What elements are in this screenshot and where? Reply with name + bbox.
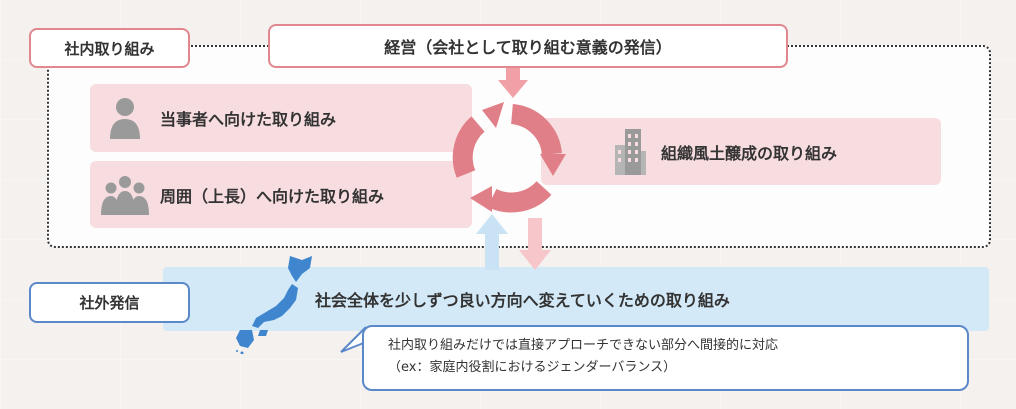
cycle-arrows-icon (452, 102, 566, 213)
pink-down-arrow-icon (519, 218, 551, 270)
down-arrow-icon (498, 66, 528, 98)
boss-initiative-box: 周囲（上長）へ向けた取り組み (90, 161, 472, 228)
society-initiative-band: 社会全体を少しずつ良い方向へ変えていくための取り組み (163, 267, 989, 331)
self-initiative-box: 当事者へ向けた取り組み (90, 84, 472, 152)
japan-map-icon (236, 256, 312, 354)
self-initiative-label: 当事者へ向けた取り組み (160, 110, 337, 129)
external-communication-text: 社外発信 (79, 294, 140, 312)
internal-initiatives-text: 社内取り組み (64, 39, 155, 58)
callout-line-1: 社内取り組みだけでは直接アプローチできない部分へ間接的に対応 (388, 338, 779, 353)
up-arrow-icon (476, 214, 508, 270)
external-communication-label: 社外発信 (29, 282, 190, 323)
culture-initiative-box: 組織風土醸成の取り組み (541, 118, 941, 185)
callout-line-2: （ex：家庭内役割におけるジェンダーバランス） (388, 360, 677, 375)
callout-note: 社内取り組みだけでは直接アプローチできない部分へ間接的に対応 （ex：家庭内役割… (362, 325, 969, 391)
building-icon (541, 128, 661, 175)
management-box: 経営（会社として取り組む意義の発信） (268, 24, 788, 68)
boss-initiative-label: 周囲（上長）へ向けた取り組み (160, 186, 385, 206)
culture-initiative-label: 組織風土醸成の取り組み (661, 143, 838, 163)
internal-initiatives-label: 社内取り組み (29, 28, 190, 68)
society-initiative-label: 社会全体を少しずつ良い方向へ変えていくための取り組み (315, 291, 730, 310)
person-icon (90, 97, 160, 139)
management-text: 経営（会社として取り組む意義の発信） (384, 38, 672, 57)
group-icon (90, 175, 160, 215)
